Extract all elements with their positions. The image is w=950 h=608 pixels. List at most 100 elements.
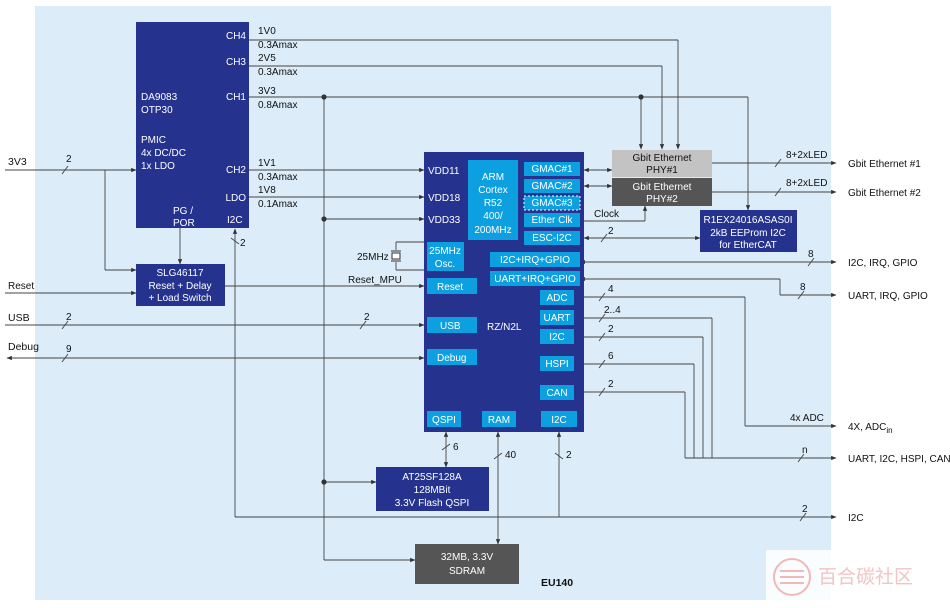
uart-irq-gpio-label: UART+IRQ+GPIO xyxy=(494,274,576,285)
esc-i2c-block xyxy=(524,231,580,245)
width-ram: 40 xyxy=(505,450,517,461)
pmic-line-2: OTP30 xyxy=(141,105,173,116)
reset-label: Reset xyxy=(437,282,463,293)
phy1-line-2: PHY#1 xyxy=(646,165,678,176)
pmic-line-4: PMIC xyxy=(141,135,166,146)
external-labels: 3V3 Reset USB Debug Gbit Ethernet #1 Gbi… xyxy=(8,156,950,524)
rail-ch2-current: 0.3Amax xyxy=(258,172,297,183)
i2c-label: I2C xyxy=(549,332,565,343)
pmic-line-1: DA9083 xyxy=(141,92,178,103)
output-i2c: I2C xyxy=(848,513,864,524)
adc-label: ADC xyxy=(546,293,567,304)
arm-line-3: R52 xyxy=(484,198,503,209)
adc4x-label: 4x ADC xyxy=(790,413,824,424)
usb-label: USB xyxy=(440,321,461,332)
ram-block xyxy=(482,411,516,427)
arm-line-1: ARM xyxy=(482,172,504,183)
watermark-text: 百合碳社区 xyxy=(818,566,913,588)
debug-block xyxy=(427,349,477,365)
wire-labels: 25MHz Clock Reset_MPU 8+2xLED 8+2xLED 4x… xyxy=(66,150,827,515)
sdram-block: 32MB, 3.3V SDRAM xyxy=(415,544,519,584)
gmac1-label: GMAC#1 xyxy=(531,164,573,175)
pmic-pin-ldo: LDO xyxy=(225,193,246,204)
width-qspi: 6 xyxy=(453,442,459,453)
width-i2c-out: 2 xyxy=(802,504,808,515)
width-hspi: 6 xyxy=(608,351,614,362)
width-usb-right: 2 xyxy=(364,312,370,323)
output-uart-irq-gpio: UART, IRQ, GPIO xyxy=(848,291,928,302)
ether-clk-label: Ether Clk xyxy=(531,215,573,226)
pmic-pin-ch4: CH4 xyxy=(226,31,246,42)
esc-i2c-label: ESC-I2C xyxy=(532,233,571,244)
width-i2c-irq: 8 xyxy=(808,249,814,260)
board-name: EU140 xyxy=(541,577,573,589)
input-reset: Reset xyxy=(8,281,34,292)
width-debug: 9 xyxy=(66,344,72,355)
output-adc-sub: in xyxy=(886,426,892,435)
i2c-bottom-block xyxy=(541,411,577,427)
rail-ch2-voltage: 1V1 xyxy=(258,158,276,169)
watermark: 百合碳社区 xyxy=(766,550,946,604)
sdram-line-2: SDRAM xyxy=(449,566,485,577)
hspi-block xyxy=(540,356,574,371)
pmic-line-6: 1x LDO xyxy=(141,161,175,172)
slg-line-2: Reset + Delay xyxy=(148,281,211,292)
osc-line-1: 25MHz xyxy=(429,246,461,257)
rail-ldo-voltage: 1V8 xyxy=(258,185,276,196)
width-uart-irq: 8 xyxy=(800,282,806,293)
led2-label: 8+2xLED xyxy=(786,178,827,189)
debug-label: Debug xyxy=(437,353,466,364)
wires xyxy=(5,39,837,563)
gmac3-block xyxy=(523,195,581,211)
pmic-da9083: DA9083 OTP30 PMIC 4x DC/DC 1x LDO CH4 CH… xyxy=(136,22,249,229)
width-can: 2 xyxy=(608,379,614,390)
usb-block xyxy=(427,317,477,333)
rail-ldo-current: 0.1Amax xyxy=(258,199,297,210)
led1-label: 8+2xLED xyxy=(786,150,827,161)
phy2-line-1: Gbit Ethernet xyxy=(633,182,692,193)
output-adc-main: 4X, ADC xyxy=(848,422,886,433)
rzn2l-mpu: VDD11 VDD18 VDD33 RZ/N2L ARM Cortex R52 … xyxy=(424,152,584,432)
eeprom-line-3: for EtherCAT xyxy=(719,240,777,251)
sdram-line-1: 32MB, 3.3V xyxy=(441,552,494,563)
reset-block xyxy=(427,278,477,294)
pmic-pin-ch2: CH2 xyxy=(226,165,246,176)
width-i2c: 2 xyxy=(608,324,614,335)
rzn-vdd11: VDD11 xyxy=(428,166,460,177)
phy2-line-2: PHY#2 xyxy=(646,194,678,205)
can-label: CAN xyxy=(546,388,567,399)
flash-line-1: AT25SF128A xyxy=(402,472,462,483)
gmac2-label: GMAC#2 xyxy=(531,181,573,192)
width-esc-i2c: 2 xyxy=(608,226,614,237)
phy2-block: Gbit Ethernet PHY#2 xyxy=(612,178,712,206)
phy1-line-1: Gbit Ethernet xyxy=(633,153,692,164)
rzn-vdd33: VDD33 xyxy=(428,215,461,226)
osc-block xyxy=(427,242,464,271)
gmac1-block xyxy=(524,162,580,176)
input-usb: USB xyxy=(8,312,30,324)
width-usb-left: 2 xyxy=(66,312,72,323)
eeprom-line-2: 2kB EEProm I2C xyxy=(710,228,786,239)
arm-line-5: 200MHz xyxy=(474,225,511,236)
uart-block xyxy=(540,310,574,325)
crystal-label: 25MHz xyxy=(357,252,389,263)
eeprom-line-1: R1EX24016ASAS0I xyxy=(704,215,793,226)
rail-ch4-voltage: 1V0 xyxy=(258,26,276,37)
can-block xyxy=(540,385,574,400)
arm-line-2: Cortex xyxy=(478,185,507,196)
qspi-label: QSPI xyxy=(432,415,456,426)
hspi-label: HSPI xyxy=(545,359,568,370)
gmac2-block xyxy=(524,179,580,193)
uart-irq-gpio-block xyxy=(490,271,580,286)
input-debug: Debug xyxy=(8,341,39,353)
rzn-vdd18: VDD18 xyxy=(428,193,461,204)
rail-ch1-voltage: 3V3 xyxy=(258,86,276,97)
crystal-symbol xyxy=(391,250,401,262)
width-i2c-bottom: 2 xyxy=(566,450,572,461)
eeprom-block: R1EX24016ASAS0I 2kB EEProm I2C for Ether… xyxy=(700,210,797,252)
qspi-block xyxy=(427,411,461,427)
flash-line-3: 3.3V Flash QSPI xyxy=(395,498,469,509)
i2c-bottom-label: I2C xyxy=(551,415,567,426)
pmic-pin-ch1: CH1 xyxy=(226,92,246,103)
rail-labels: 1V0 0.3Amax 2V5 0.3Amax 3V3 0.8Amax 1V1 … xyxy=(258,26,297,210)
